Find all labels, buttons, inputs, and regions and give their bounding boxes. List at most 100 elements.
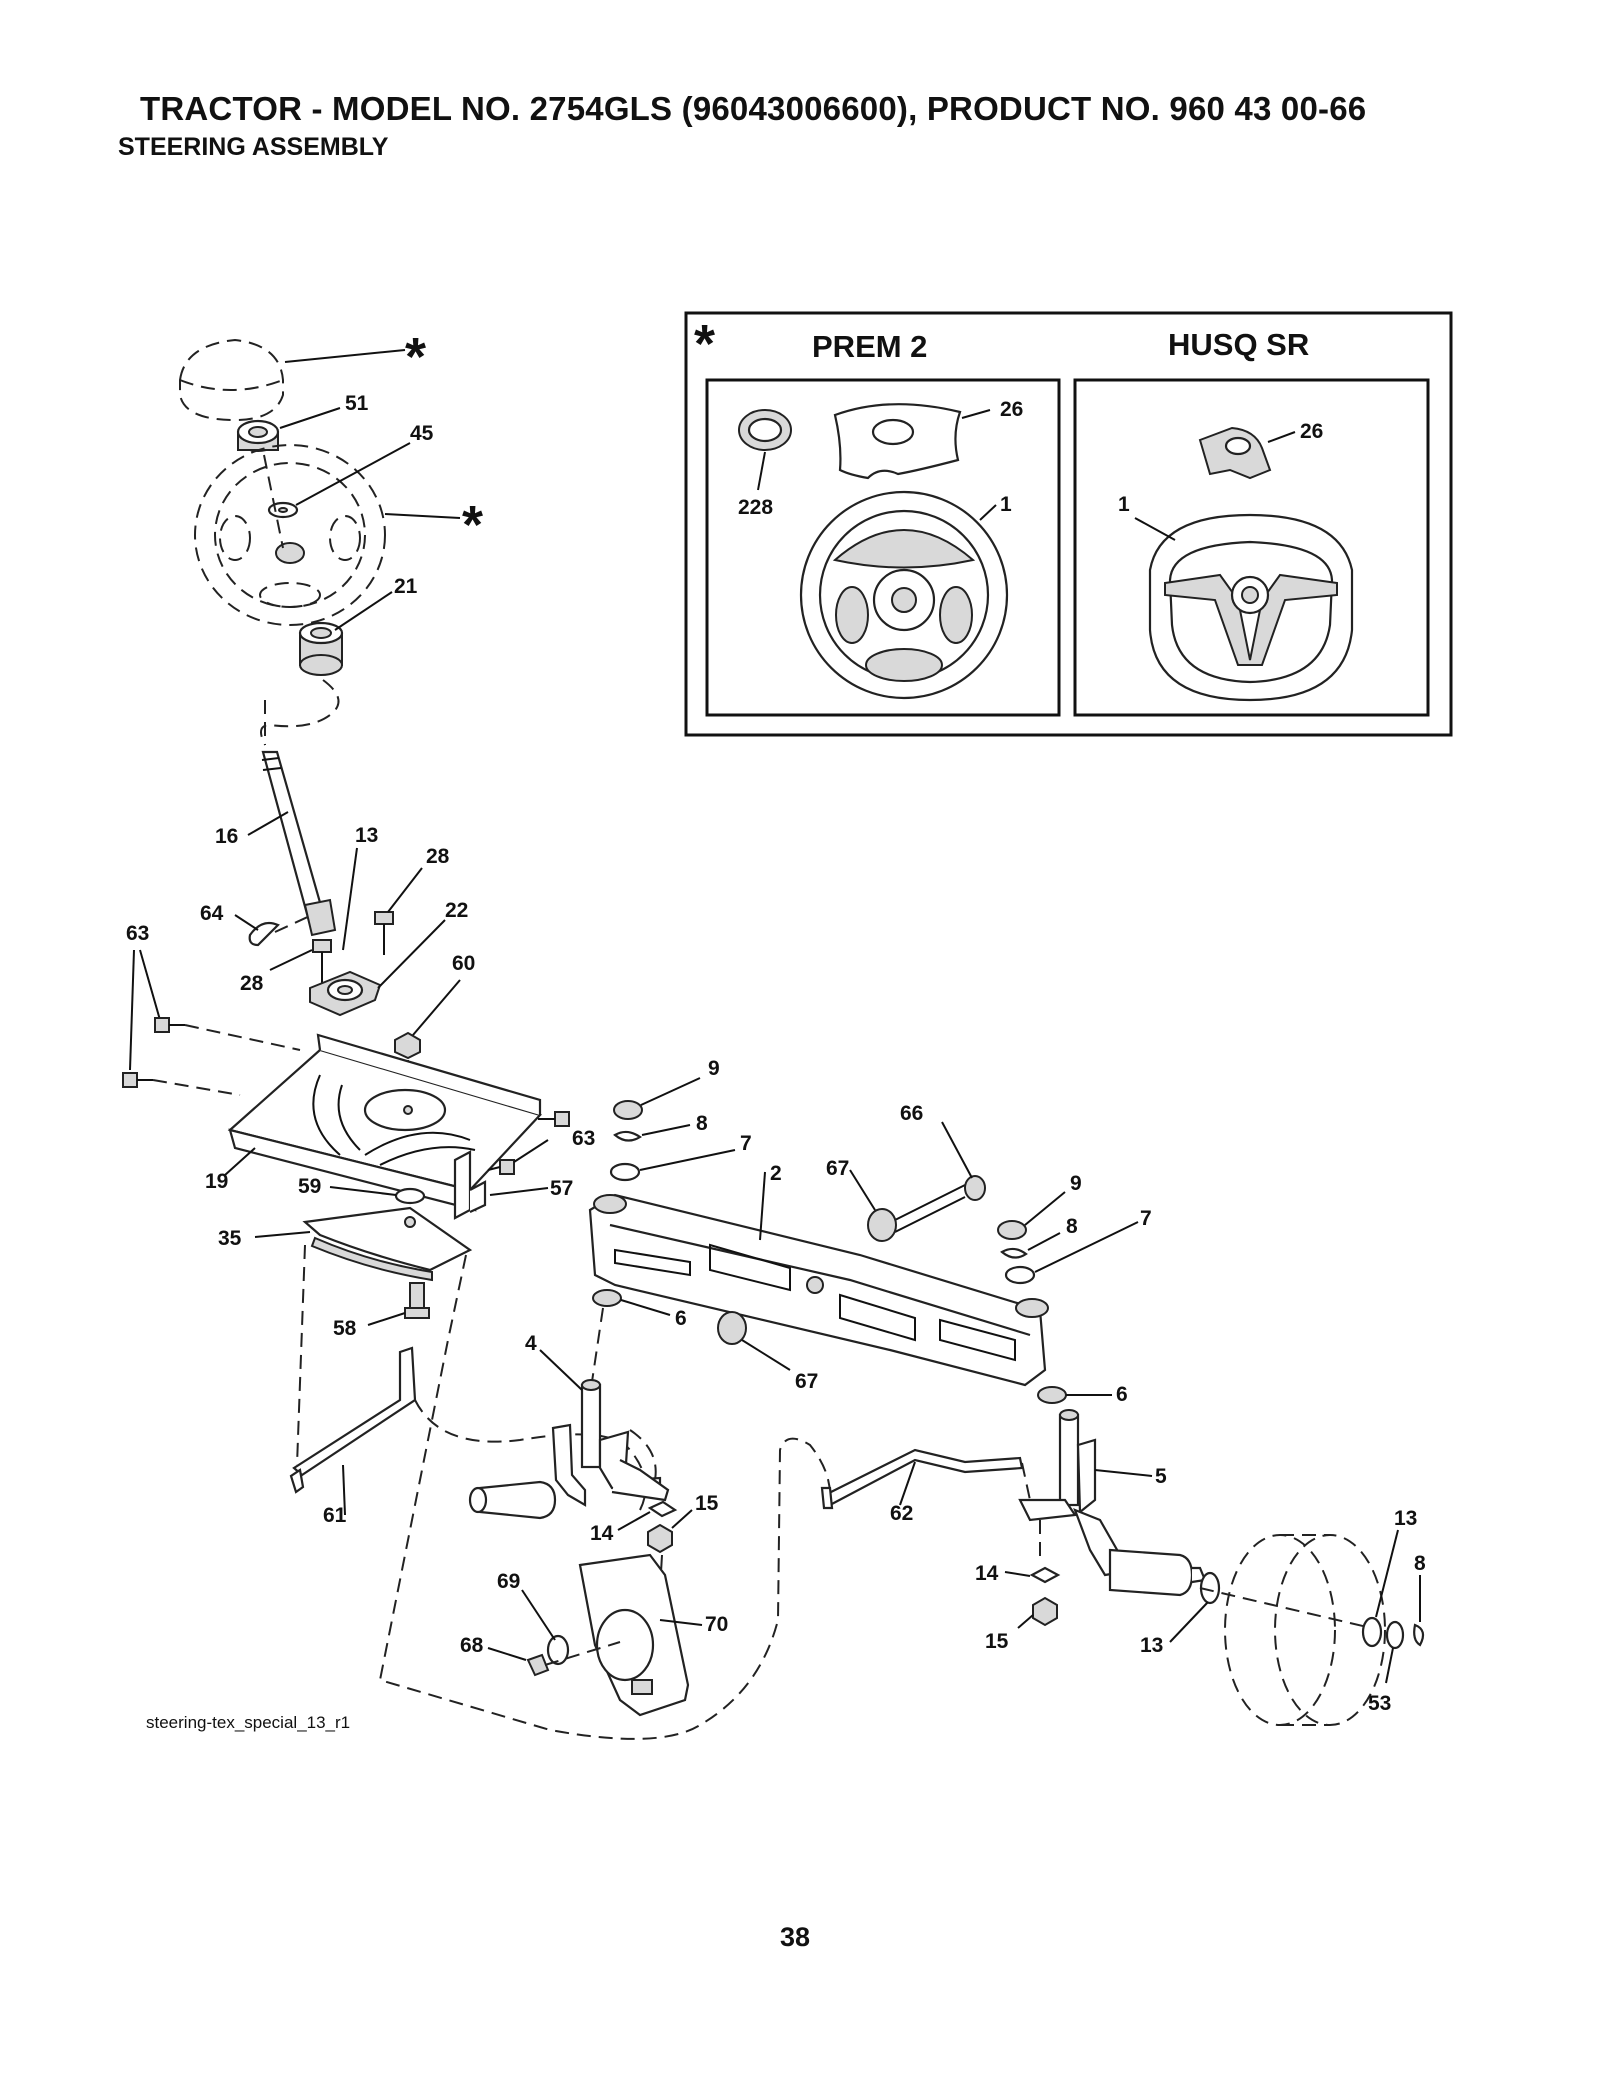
lock-washer-icon (1029, 1566, 1061, 1584)
bolt-icon (526, 1653, 550, 1677)
callout-61: 61 (323, 1504, 347, 1527)
washer-icon (546, 1634, 570, 1666)
clip-icon (1413, 1623, 1425, 1647)
bolt-icon (538, 1111, 570, 1127)
callout-28b: 28 (240, 972, 264, 995)
callout-16: 16 (215, 825, 238, 848)
nut-icon (394, 1031, 421, 1060)
callout-64: 64 (200, 902, 224, 925)
callout-8a: 8 (696, 1112, 708, 1135)
callout-19: 19 (205, 1170, 228, 1193)
callout-59: 59 (298, 1175, 321, 1198)
sector-gear-icon (302, 1206, 473, 1282)
callout-22: 22 (445, 899, 468, 922)
spline-adapter-icon (298, 621, 344, 676)
callout-60: 60 (452, 952, 475, 975)
bolt-icon (122, 1072, 153, 1088)
callout-63b: 63 (572, 1127, 595, 1150)
husqsr-panel (1073, 378, 1430, 717)
bolt-icon (487, 1159, 515, 1175)
callout-15a: 15 (695, 1492, 719, 1515)
callout-6a: 6 (675, 1307, 687, 1330)
inset-star: * (694, 314, 715, 374)
prem2-panel (705, 378, 1061, 717)
prem2-label-1: 1 (1000, 493, 1012, 516)
drag-link-icon (289, 1346, 417, 1494)
clip-icon (613, 1130, 643, 1142)
callout-13c: 13 (1394, 1507, 1417, 1530)
nut-icon (647, 1523, 673, 1554)
callout-62: 62 (890, 1502, 913, 1525)
washer-icon (394, 1187, 426, 1205)
guard-plate-icon (578, 1553, 690, 1717)
bushing-icon (717, 1311, 747, 1345)
callout-67b: 67 (795, 1370, 818, 1393)
steering-wheel-dashed-icon (194, 444, 386, 626)
washer-icon (1004, 1265, 1036, 1285)
callout-45: 45 (410, 422, 434, 445)
prem2-steering-wheel-icon (799, 490, 1009, 700)
callout-5: 5 (1155, 1465, 1167, 1488)
steering-shaft-icon (261, 750, 337, 937)
prem2-label-228: 228 (738, 496, 773, 519)
callout-57: 57 (550, 1177, 573, 1200)
star-callout-wheel: * (462, 495, 483, 555)
callout-58: 58 (333, 1317, 357, 1340)
variant-inset: * PREM 2 HUSQ SR 26 228 1 (684, 311, 1453, 737)
callout-9b: 9 (1070, 1172, 1082, 1195)
right-spindle-icon (1018, 1409, 1207, 1597)
left-spindle-icon (468, 1379, 670, 1520)
steering-column-group: * 51 45 * (122, 327, 831, 1740)
callout-14b: 14 (975, 1562, 999, 1585)
prem2-label-26: 26 (1000, 398, 1023, 421)
callout-6b: 6 (1116, 1383, 1128, 1406)
mount-bracket-icon (453, 1150, 487, 1220)
bolt-icon (374, 911, 394, 955)
callout-35: 35 (218, 1227, 242, 1250)
cap-icon (997, 1220, 1027, 1240)
washer-icon (592, 1289, 622, 1307)
callout-28a: 28 (426, 845, 450, 868)
page-subtitle: STEERING ASSEMBLY (118, 133, 389, 161)
callout-67a: 67 (826, 1157, 849, 1180)
steering-cap-icon (179, 338, 284, 422)
callout-8b: 8 (1066, 1215, 1078, 1238)
page-number: 38 (780, 1922, 811, 1952)
callout-69: 69 (497, 1570, 520, 1593)
bolt-icon (154, 1017, 185, 1033)
callout-68: 68 (460, 1634, 484, 1657)
bushing-icon (867, 1208, 897, 1242)
page-title: TRACTOR - MODEL NO. 2754GLS (96043006600… (140, 90, 1367, 127)
husqsr-steering-wheel-icon (1148, 513, 1354, 702)
callout-9a: 9 (708, 1057, 720, 1080)
cap-icon (613, 1100, 643, 1120)
husqsr-label-26: 26 (1300, 420, 1323, 443)
nut-icon (1032, 1596, 1058, 1627)
star-callout-cap: * (405, 327, 426, 387)
front-axle-icon (588, 1193, 1049, 1387)
callout-4: 4 (525, 1332, 537, 1355)
adapter-icon (236, 419, 280, 452)
husqsr-label-1: 1 (1118, 493, 1130, 516)
diagram-reference-caption: steering-tex_special_13_r1 (146, 1713, 351, 1732)
callout-21: 21 (394, 575, 418, 598)
bolt-icon (312, 939, 332, 985)
callout-14a: 14 (590, 1522, 614, 1545)
washer-icon (1385, 1620, 1405, 1650)
support-bracket-icon (227, 1033, 543, 1212)
bearing-plate-icon (309, 970, 382, 1017)
washer-icon (1037, 1386, 1067, 1404)
clip-icon (1000, 1247, 1028, 1259)
lock-washer-icon (647, 1500, 678, 1518)
inset-frame (684, 311, 1453, 737)
shoulder-bolt-icon (404, 1282, 430, 1319)
callout-53: 53 (1368, 1692, 1391, 1715)
callout-15b: 15 (985, 1630, 1009, 1653)
axle-group: 9 8 7 2 66 67 (460, 1057, 1426, 1726)
callout-7b: 7 (1140, 1207, 1152, 1230)
callout-63a: 63 (126, 922, 149, 945)
callout-7a: 7 (740, 1132, 752, 1155)
inset-header-prem2: PREM 2 (812, 329, 927, 364)
callout-13a: 13 (355, 824, 378, 847)
